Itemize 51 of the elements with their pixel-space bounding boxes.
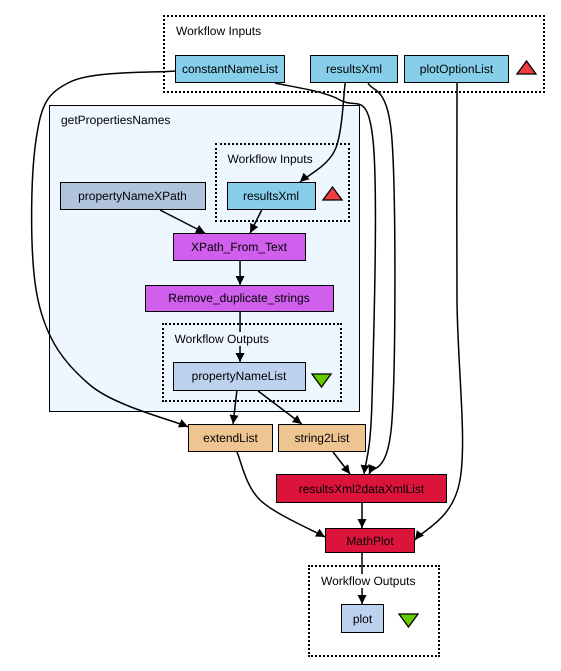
arrow: [236, 312, 245, 362]
node-label: plotOptionList: [420, 62, 494, 76]
arrow: [160, 209, 206, 234]
process-box: [144, 284, 334, 312]
node-label: extendList: [203, 431, 258, 445]
arrow: [300, 82, 346, 183]
arrow: [367, 82, 396, 474]
process-box: [175, 55, 285, 83]
process-box: [172, 232, 306, 260]
group-title: getPropertiesNames: [61, 113, 170, 127]
process-box: [404, 55, 509, 83]
port-group: [162, 322, 342, 402]
node-label: MathPlot: [346, 534, 394, 548]
arrow: [236, 452, 326, 538]
process-box: [325, 528, 415, 553]
node-label: resultsXml: [326, 62, 382, 76]
arrow: [358, 553, 367, 604]
arrow: [30, 70, 188, 428]
process-box: [60, 182, 206, 210]
process-box: [310, 55, 398, 83]
node-label: XPath_From_Text: [190, 240, 288, 254]
process-box: [341, 604, 384, 633]
arrow: [358, 503, 366, 528]
group-title: Workflow Inputs: [176, 24, 262, 38]
subworkflow-box: [49, 105, 360, 412]
port-group: [163, 15, 545, 93]
process-box: [278, 424, 366, 452]
process-box: [226, 182, 316, 210]
node-label: propertyNameList: [192, 369, 286, 383]
node-label: constantNameList: [182, 62, 278, 76]
arrow: [414, 83, 464, 541]
arrow: [332, 452, 351, 474]
arrow: [274, 82, 376, 474]
node-label: Remove_duplicate_strings: [168, 291, 310, 305]
process-box: [188, 424, 273, 452]
group-title: Workflow Outputs: [174, 332, 269, 346]
node-label: plot: [352, 612, 372, 626]
node-label: string2List: [294, 431, 350, 445]
group-title: Workflow Inputs: [228, 152, 313, 166]
node-label: resultsXml: [242, 188, 299, 202]
group-title: Workflow Outputs: [321, 574, 416, 588]
node-label: resultsXml2dataXmlList: [298, 482, 424, 496]
port-group: [308, 565, 440, 657]
port-group: [214, 142, 350, 222]
node-label: propertyNameXPath: [78, 188, 187, 202]
arrow: [236, 261, 245, 285]
arrow: [258, 390, 302, 425]
process-box: [276, 474, 447, 503]
process-box: [172, 362, 306, 390]
arrow: [249, 210, 262, 234]
arrow: [230, 390, 239, 424]
